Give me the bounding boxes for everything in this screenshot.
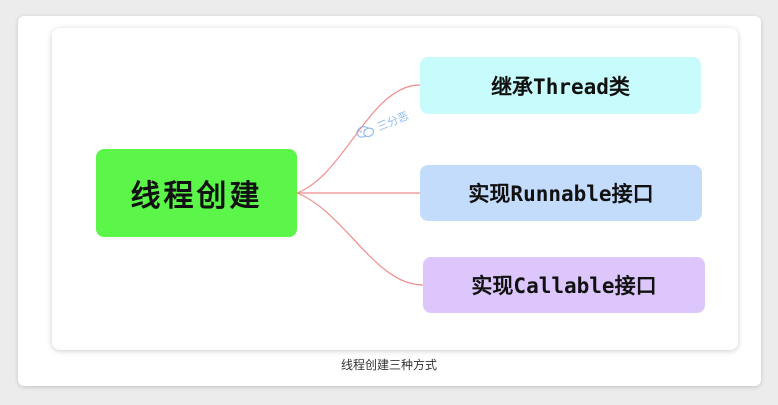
watermark: 三分恶 [354,107,411,142]
central-node: 线程创建 [96,149,297,237]
branch-node-thread: 继承Thread类 [420,57,701,114]
branch-node-callable: 实现Callable接口 [423,257,705,313]
branch-node-runnable: 实现Runnable接口 [420,165,702,221]
wechat-icon [356,126,375,138]
figure-caption: 线程创建三种方式 [340,358,437,372]
